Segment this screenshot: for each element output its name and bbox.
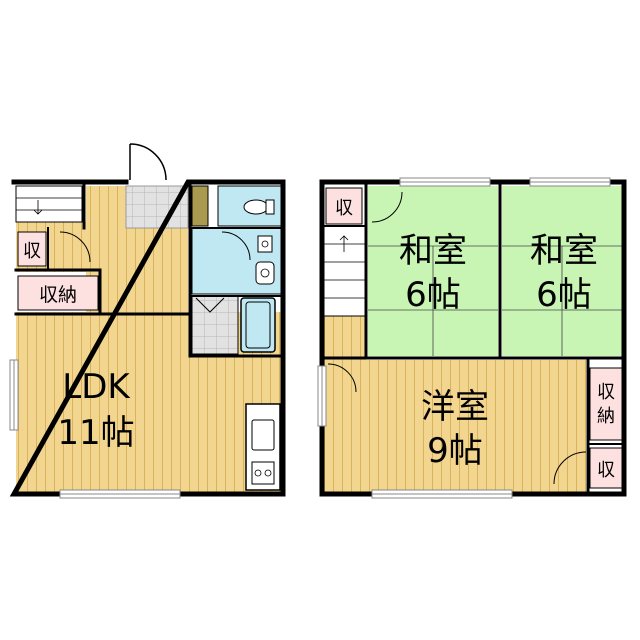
storage-small-1f-label: 収 [23,241,41,262]
windows-1f [9,359,181,499]
youshitsu-name: 洋室 [421,387,489,427]
washitsu-left-size: 6帖 [405,275,461,315]
stairs-1f [15,185,83,223]
windows-2f [317,177,611,499]
sink-icon [251,419,275,451]
floor2: 収 収 納 収 [317,177,627,499]
entrance-tile [125,185,189,229]
youshitsu-floor [324,360,586,492]
storage-1f [17,275,99,311]
floor1: 収 収納 [9,143,286,499]
washbasin-icon [255,261,275,285]
bathroom-tile [191,295,239,355]
storage-top-2f [325,187,363,225]
ldk-name: LDK [62,367,131,407]
toilet-icon [243,199,269,215]
washitsu-right-size: 6帖 [536,275,592,315]
stove-icon [251,461,275,485]
storage-right-2f [589,367,623,441]
entrance-door [129,143,167,181]
stairs-2f [323,225,367,317]
ldk-size: 11帖 [57,413,134,453]
landing-floor [324,316,366,360]
washitsu-right-name: 和室 [530,231,598,271]
washitsu-left-name: 和室 [399,231,467,271]
storage-right-small-2f-label: 収 [597,460,615,481]
storage-right-small-2f [589,447,623,489]
storage-1f-label: 収納 [39,284,77,306]
shoe-cabinet [191,185,209,227]
storage-right-2f-label-bottom: 納 [597,406,615,427]
storage-top-2f-label: 収 [335,198,353,219]
storage-small-1f [17,231,47,267]
storage-right-2f-label-top: 収 [597,382,615,403]
youshitsu-size: 9帖 [427,431,483,471]
walls-1f [9,179,286,497]
